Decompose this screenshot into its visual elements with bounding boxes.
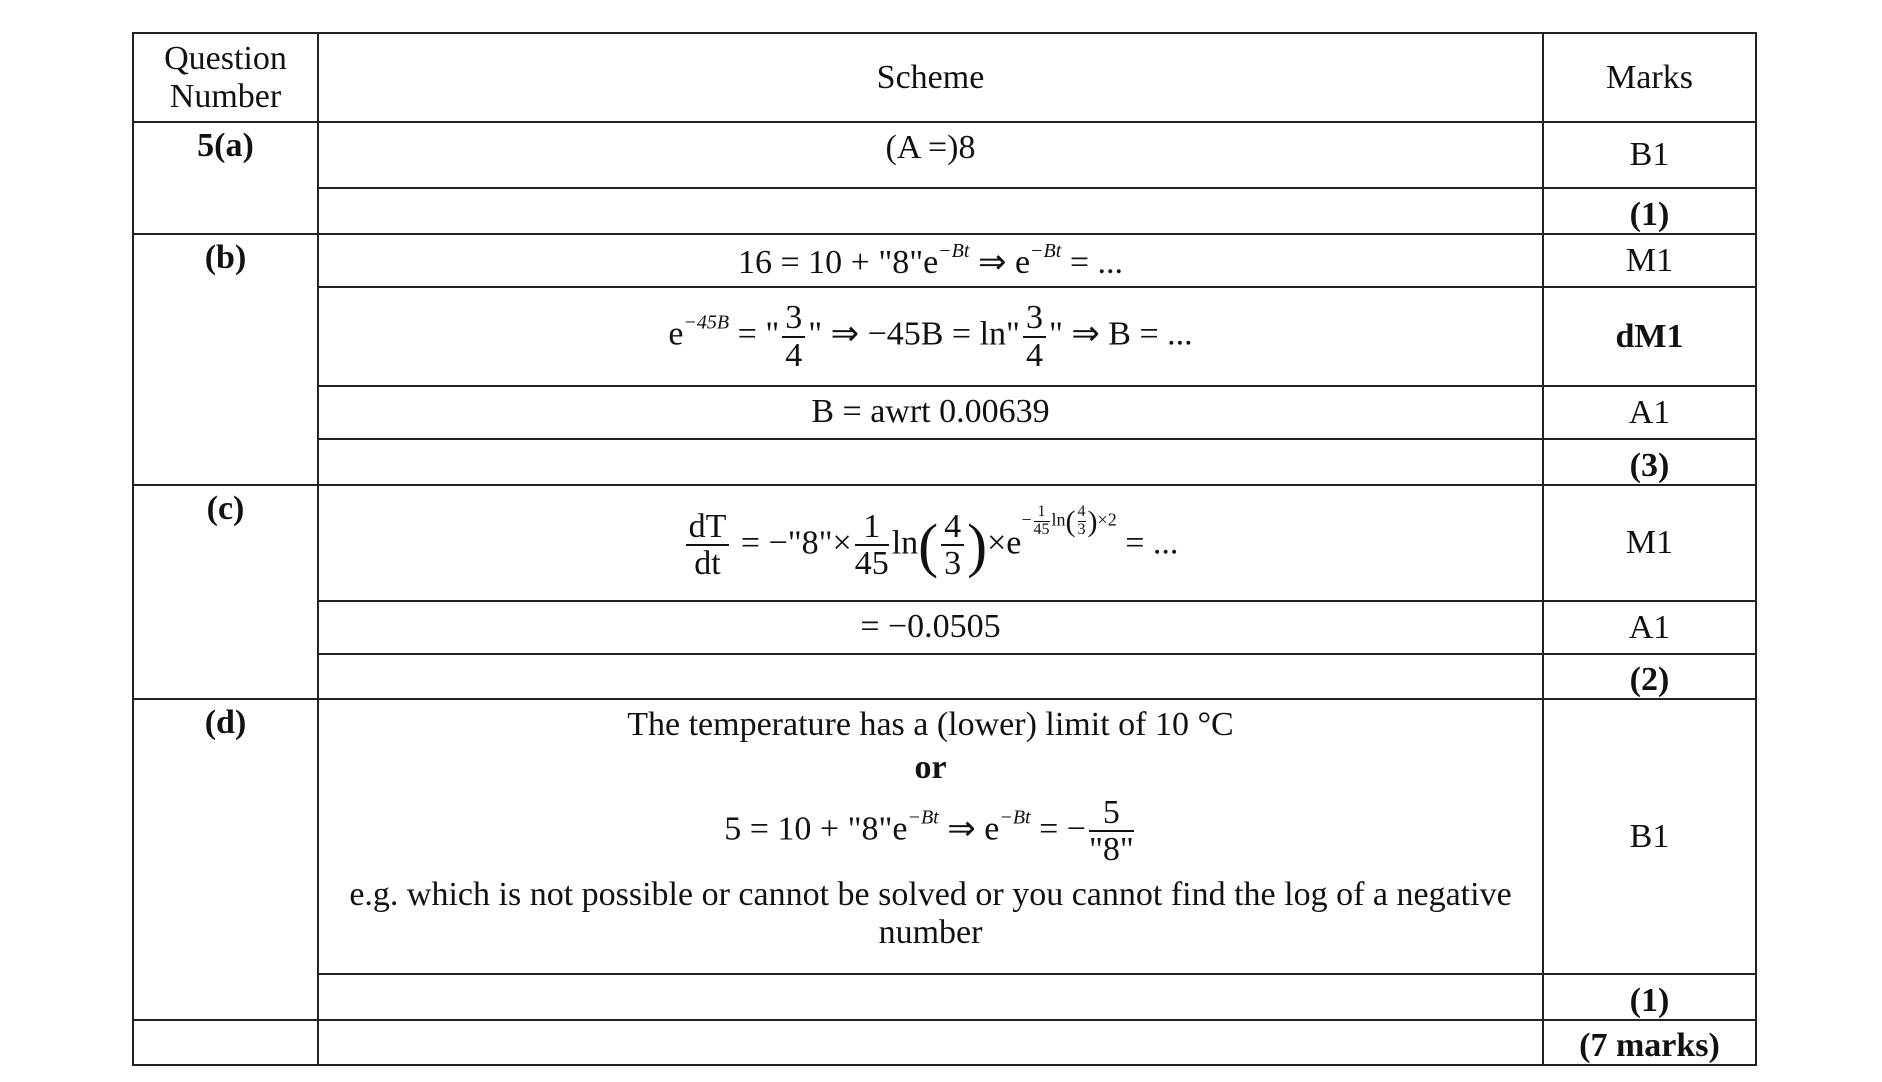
question-label-d: (d): [132, 698, 319, 1021]
scheme-5a: (A =)8: [317, 121, 1544, 189]
grand-total: (7 marks): [1542, 1019, 1757, 1066]
scheme-d-or: or: [914, 749, 947, 787]
header-question-number: Question Number: [132, 32, 319, 123]
total-d: (1): [1542, 973, 1757, 1021]
mark-d: B1: [1542, 698, 1757, 975]
scheme-d-line3: 5 = 10 + "8"e−Bt ⇒ e−Bt = −5"8": [724, 793, 1134, 869]
scheme-b-line3: B = awrt 0.00639: [317, 385, 1544, 440]
scheme-d: The temperature has a (lower) limit of 1…: [317, 698, 1544, 975]
scheme-d-line1: The temperature has a (lower) limit of 1…: [627, 706, 1234, 743]
question-label-c: (c): [132, 484, 319, 700]
mark-c-1: M1: [1542, 484, 1757, 602]
scheme-d-line4: e.g. which is not possible or cannot be …: [349, 876, 1512, 951]
total-c: (2): [1542, 653, 1757, 700]
header-marks: Marks: [1542, 32, 1757, 123]
mark-b-1: M1: [1542, 233, 1757, 288]
mark-5a: B1: [1542, 121, 1757, 189]
scheme-c-line2: = −0.0505: [317, 600, 1544, 655]
header-scheme: Scheme: [317, 32, 1544, 123]
mark-c-2: A1: [1542, 600, 1757, 655]
question-label-b: (b): [132, 233, 319, 486]
mark-b-2: dM1: [1542, 286, 1757, 387]
total-b: (3): [1542, 438, 1757, 486]
scheme-b-line1: 16 = 10 + "8"e−Bt ⇒ e−Bt = ...: [317, 233, 1544, 288]
mark-b-3: A1: [1542, 385, 1757, 440]
question-label-5a: 5(a): [132, 121, 319, 235]
mark-scheme-table: Question Number Scheme Marks 5(a) (A =)8…: [132, 32, 1757, 1066]
total-5a: (1): [1542, 187, 1757, 235]
